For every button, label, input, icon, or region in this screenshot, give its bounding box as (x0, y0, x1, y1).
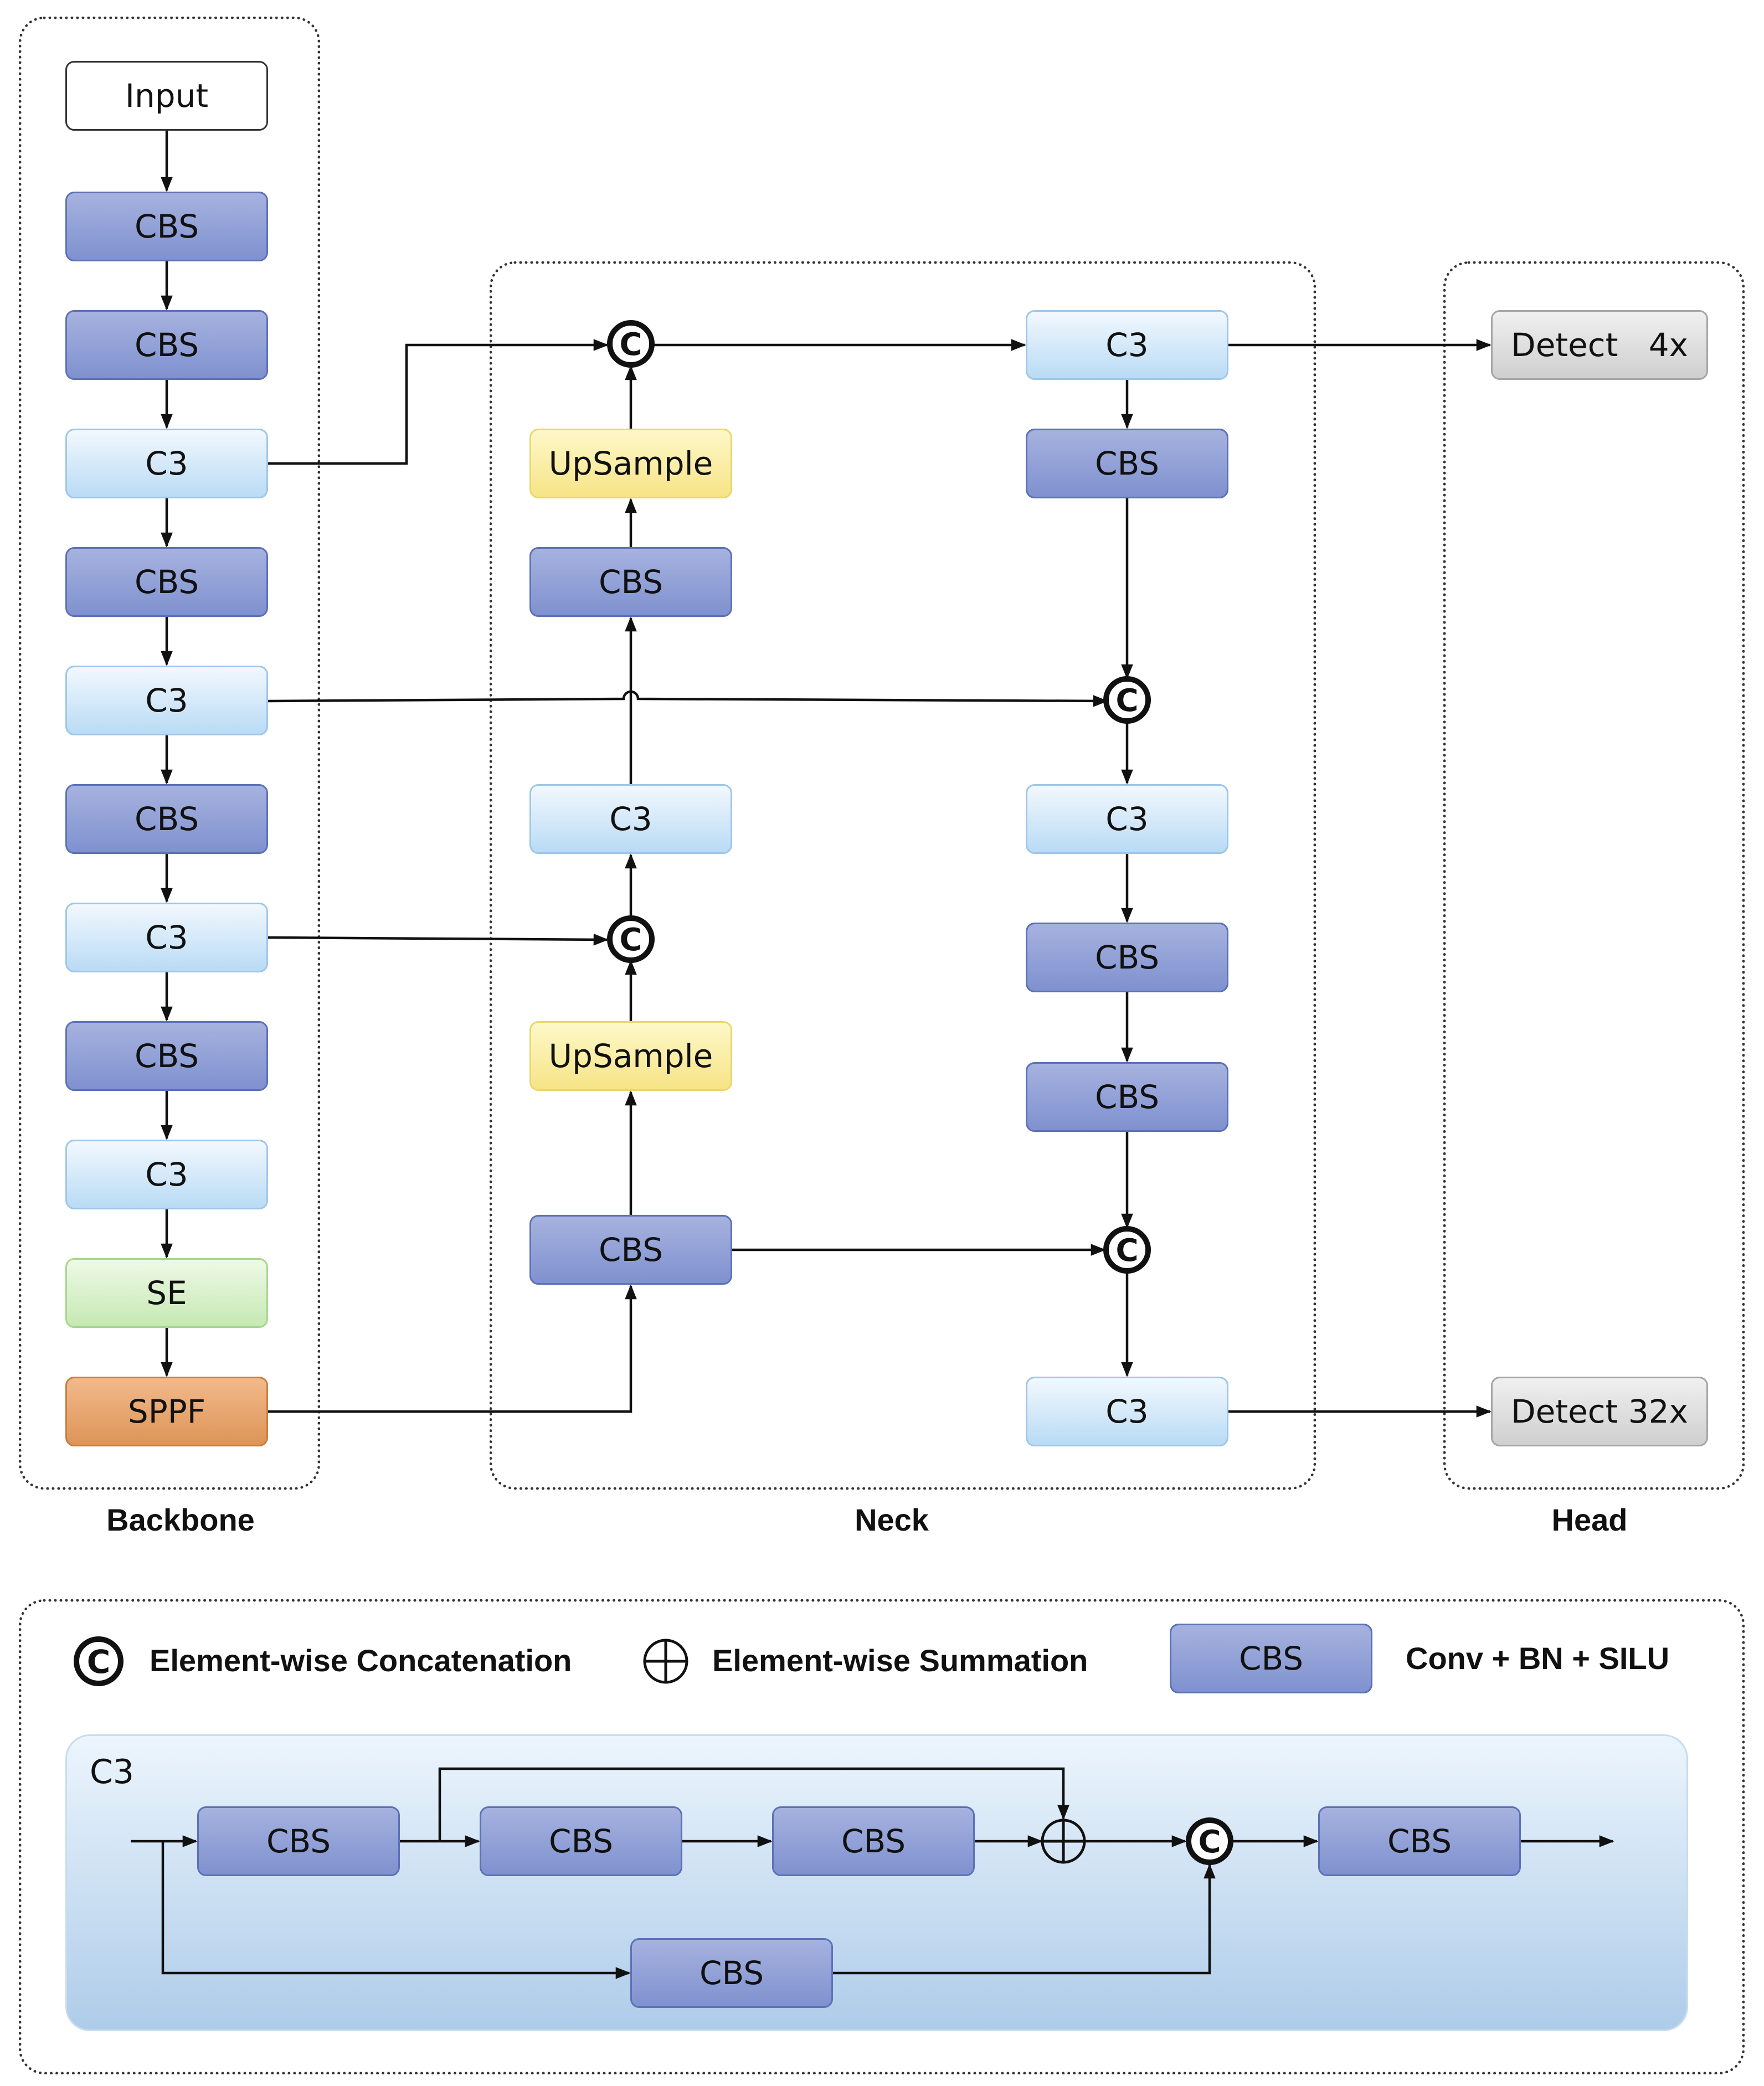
neck-cbs-right-1: CBS (1026, 429, 1228, 498)
concat-symbol-low: C (607, 915, 655, 963)
neck-upsample-1: UpSample (529, 429, 732, 498)
svg-text:C: C (619, 327, 642, 363)
backbone-label: Backbone (106, 1502, 255, 1537)
c3-cbs-2: CBS (480, 1806, 682, 1876)
legend-frame (19, 1599, 1745, 2074)
svg-text:C: C (1198, 1824, 1221, 1860)
backbone-c3-1: C3 (65, 429, 268, 498)
neck-cbs-left-2: CBS (529, 1215, 732, 1285)
svg-text:C: C (1115, 1233, 1138, 1269)
backbone-cbs-2: CBS (65, 310, 268, 380)
legend-concat-icon: C (74, 1636, 124, 1686)
input-node: Input (65, 61, 268, 131)
concat-symbol-bottom: C (1103, 1226, 1151, 1274)
edge-c3-3-to-concat-low (268, 934, 609, 946)
backbone-frame (19, 17, 320, 1490)
edge-c3-2-to-concat-mid (268, 690, 1108, 707)
edge-sppf-to-neck-cbs (268, 1284, 637, 1413)
concat-symbol-mid: C (1103, 676, 1151, 724)
svg-text:C: C (619, 922, 642, 958)
backbone-cbs-4: CBS (65, 784, 268, 854)
legend-sum-icon (643, 1639, 688, 1684)
neck-c3-right-3: C3 (1026, 1377, 1228, 1446)
backbone-cbs-3: CBS (65, 547, 268, 617)
neck-cbs-right-2: CBS (1026, 923, 1228, 992)
c3-module-title: C3 (90, 1753, 135, 1791)
head-detect-32x: Detect 32x (1491, 1377, 1708, 1446)
backbone-c3-4: C3 (65, 1140, 268, 1209)
legend-concat-label: Element-wise Concatenation (150, 1643, 572, 1678)
c3-edge-bypass-in (161, 1841, 631, 1979)
neck-cbs-right-3: CBS (1026, 1062, 1228, 1132)
concat-symbol-top: C (607, 320, 655, 368)
backbone-sppf: SPPF (65, 1377, 268, 1446)
legend-sum-label: Element-wise Summation (712, 1643, 1088, 1678)
head-detect-4x: Detect 4x (1491, 310, 1708, 380)
edge-c3-1-to-concat-top (268, 339, 609, 465)
svg-text:C: C (1115, 683, 1138, 719)
legend-cbs-box: CBS (1170, 1624, 1372, 1693)
backbone-se: SE (65, 1258, 268, 1328)
svg-text:C: C (87, 1643, 111, 1681)
backbone-cbs-1: CBS (65, 192, 268, 261)
neck-cbs-left-1: CBS (529, 547, 732, 617)
neck-c3-left: C3 (529, 784, 732, 854)
c3-cbs-3: CBS (772, 1806, 975, 1876)
c3-cbs-1: CBS (197, 1806, 400, 1876)
neck-frame (490, 261, 1316, 1490)
head-frame (1443, 261, 1745, 1490)
neck-c3-right-2: C3 (1026, 784, 1228, 854)
legend-cbs-meaning: Conv + BN + SILU (1406, 1641, 1670, 1676)
backbone-c3-2: C3 (65, 666, 268, 735)
backbone-cbs-5: CBS (65, 1021, 268, 1091)
c3-sum-icon (1041, 1819, 1086, 1864)
c3-edge-bypass-concat (833, 1863, 1216, 1975)
backbone-c3-3: C3 (65, 903, 268, 972)
c3-cbs-4: CBS (1318, 1806, 1521, 1876)
head-label: Head (1551, 1502, 1628, 1537)
neck-upsample-2: UpSample (529, 1021, 732, 1091)
c3-concat-icon: C (1186, 1817, 1233, 1865)
c3-edge-residual (438, 1767, 1069, 1841)
neck-c3-right-1: C3 (1026, 310, 1228, 380)
neck-label: Neck (855, 1502, 929, 1537)
c3-cbs-bypass: CBS (630, 1938, 833, 2008)
c3-module-panel (65, 1734, 1688, 2031)
